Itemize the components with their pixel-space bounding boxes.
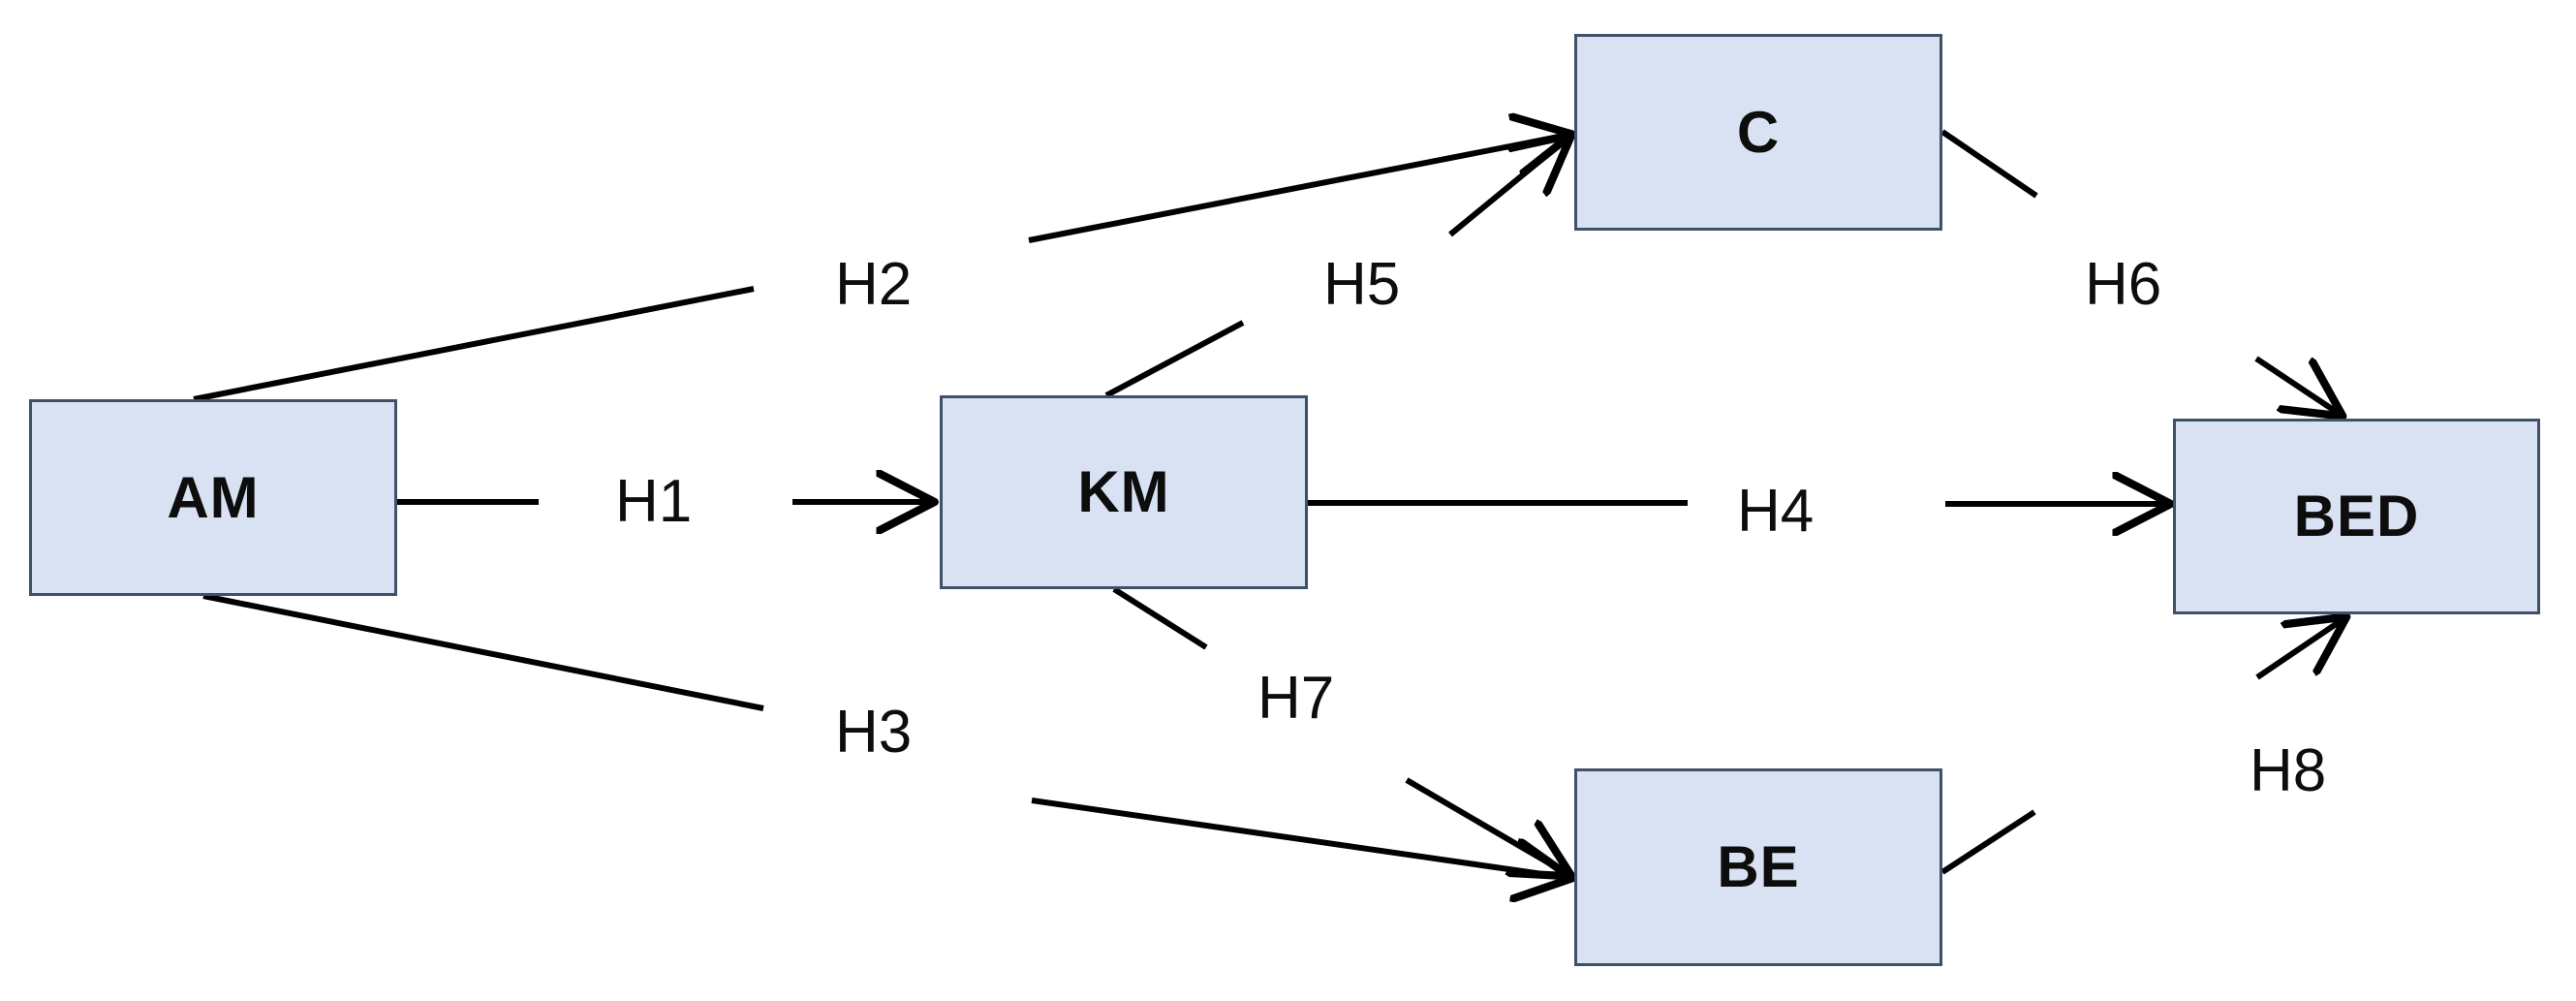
hypothesis-label-h2: H2 <box>835 251 913 318</box>
node-c[interactable]: C <box>1574 34 1942 231</box>
node-be[interactable]: BE <box>1574 768 1942 966</box>
node-bed-label: BED <box>2293 484 2420 548</box>
edge-h4 <box>1308 503 2168 504</box>
node-am[interactable]: AM <box>29 399 397 596</box>
hypothesis-label-h7: H7 <box>1257 665 1335 732</box>
node-km-label: KM <box>1077 459 1170 524</box>
edge-h6 <box>1940 129 2341 415</box>
hypothesis-label-h1: H1 <box>615 468 693 535</box>
node-c-label: C <box>1736 99 1781 165</box>
hypothesis-label-h3: H3 <box>835 699 913 766</box>
hypothesis-label-h4: H4 <box>1737 478 1815 545</box>
edge-h2 <box>193 135 1569 402</box>
edge-h8 <box>1940 618 2344 875</box>
node-km[interactable]: KM <box>940 395 1308 589</box>
hypothesis-label-h6: H6 <box>2085 251 2162 318</box>
edge-h7 <box>1112 586 1569 875</box>
node-bed[interactable]: BED <box>2173 419 2540 614</box>
node-be-label: BE <box>1717 834 1800 899</box>
edge-h3 <box>202 593 1569 878</box>
edge-h5 <box>1104 137 1569 398</box>
node-am-label: AM <box>167 464 260 530</box>
hypothesis-label-h8: H8 <box>2250 737 2327 804</box>
hypothesis-label-h5: H5 <box>1323 251 1401 318</box>
